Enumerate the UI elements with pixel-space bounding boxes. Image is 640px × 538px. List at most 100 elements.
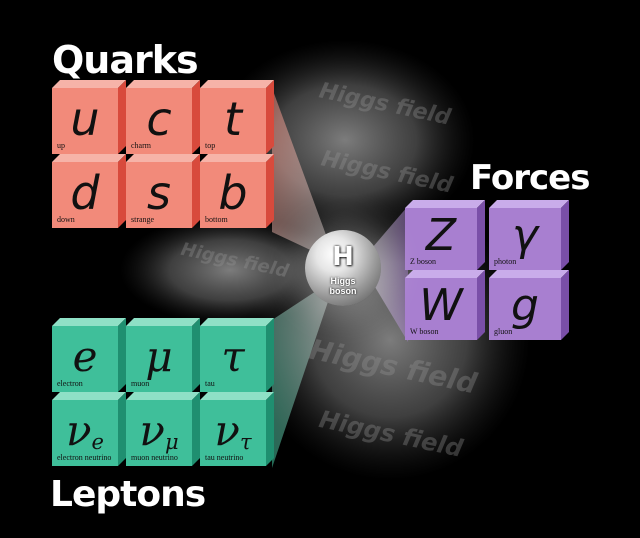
higgs-symbol: H [332, 242, 354, 272]
lepton-symbol: ντ [200, 410, 266, 453]
lepton-symbol-main: ν [139, 406, 165, 455]
quark-cube-top [126, 80, 200, 88]
quark-name-label: top [205, 141, 216, 150]
quark-symbol: b [200, 170, 266, 216]
lepton-symbol-main: e [72, 332, 98, 381]
lepton-cube-top [126, 318, 200, 326]
force-cube-side [477, 270, 485, 340]
quark-name-label: strange [131, 215, 155, 224]
higgs-boson-sphere: H Higgs boson [305, 230, 381, 306]
quark-symbol: u [52, 96, 118, 142]
quark-cube-top [200, 154, 274, 162]
force-symbol-main: g [511, 280, 539, 331]
lepton-symbol: νe [52, 410, 118, 453]
lepton-name-label: tau [205, 379, 215, 388]
quark-cube-side [118, 154, 126, 228]
quark-cube-side [192, 154, 200, 228]
force-cube-top [489, 200, 569, 208]
higgs-label: Higgs boson [329, 276, 357, 296]
force-cube-side [561, 270, 569, 340]
quark-cube-side [266, 154, 274, 228]
force-beam [360, 206, 408, 342]
lepton-name-label: electron neutrino [57, 453, 112, 462]
force-name-label: Z boson [410, 257, 436, 266]
lepton-symbol: e [52, 336, 118, 378]
quark-cube-side [118, 80, 126, 154]
force-symbol: g [489, 284, 561, 328]
lepton-symbol-subscript: e [91, 430, 104, 455]
force-symbol-main: Z [425, 210, 457, 261]
quark-symbol: c [126, 96, 192, 142]
force-cube-top [489, 270, 569, 278]
force-name-label: W boson [410, 327, 439, 336]
force-name-label: photon [494, 257, 517, 266]
quark-symbol-main: s [147, 166, 171, 220]
quark-cube-side [266, 80, 274, 154]
lepton-cube-top [52, 392, 126, 400]
lepton-symbol-main: τ [221, 332, 245, 381]
lepton-cube-side [266, 318, 274, 392]
quark-name-label: down [57, 215, 75, 224]
lepton-name-label: tau neutrino [205, 453, 244, 462]
quark-cube-side [192, 80, 200, 154]
lepton-cube-side [192, 392, 200, 466]
quark-symbol-main: c [146, 92, 172, 146]
lepton-name-label: electron [57, 379, 83, 388]
quark-cube-top [52, 80, 126, 88]
lepton-name-label: muon [131, 379, 150, 388]
force-symbol: W [405, 284, 477, 328]
quark-name-label: charm [131, 141, 151, 150]
quark-symbol: s [126, 170, 192, 216]
lepton-symbol-subscript: τ [239, 430, 252, 455]
quarks-title: Quarks [52, 38, 199, 82]
lepton-symbol: νμ [126, 410, 192, 453]
higgs-field-cloud-left [120, 215, 340, 325]
quark-symbol: t [200, 96, 266, 142]
force-cube-top [405, 200, 485, 208]
lepton-name-label: muon neutrino [131, 453, 178, 462]
lepton-symbol: τ [200, 336, 266, 378]
quark-name-label: up [57, 141, 65, 150]
quark-symbol: d [52, 170, 118, 216]
quark-cube-top [52, 154, 126, 162]
quark-symbol-main: b [218, 166, 248, 220]
quark-symbol-main: d [70, 166, 100, 220]
lepton-symbol-subscript: μ [164, 430, 179, 455]
forces-title: Forces [470, 158, 590, 198]
lepton-beam [272, 278, 336, 468]
force-cube-side [477, 200, 485, 270]
quark-symbol-main: t [223, 92, 243, 146]
lepton-cube-side [192, 318, 200, 392]
lepton-cube-side [118, 392, 126, 466]
quark-cube-top [126, 154, 200, 162]
lepton-cube-side [118, 318, 126, 392]
force-cube-side [561, 200, 569, 270]
force-name-label: gluon [494, 327, 513, 336]
quark-cube-top [200, 80, 274, 88]
